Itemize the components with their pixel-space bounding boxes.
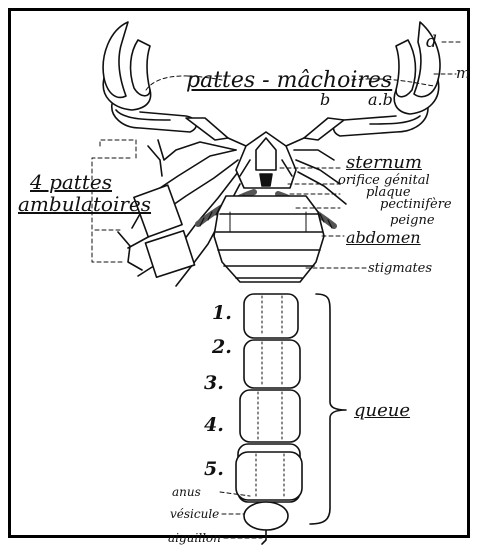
tail-segment-label-2: 2. (212, 338, 232, 357)
label-abdomen: abdomen (346, 230, 421, 246)
label-m: m (456, 66, 470, 81)
label-sternum: sternum (346, 154, 422, 172)
tail-segment-label-1: 1. (212, 304, 232, 323)
label-pattes-ambulatoires-2: ambulatoires (18, 194, 151, 214)
abdomen-segments (214, 196, 324, 282)
label-peigne: peigne (390, 214, 435, 227)
label-pattes-machoires: pattes - mâchoires (186, 70, 392, 92)
telson (244, 502, 288, 544)
label-vesicule: vésicule (170, 508, 219, 520)
label-aiguillon: aiguillon (168, 532, 221, 544)
tail-segments (236, 294, 302, 502)
tail-segment-label-4: 4. (204, 416, 224, 435)
label-d: d (426, 34, 437, 51)
prosoma (236, 132, 296, 188)
tail-segment-label-3: 3. (204, 374, 224, 393)
queue-brace (310, 294, 346, 524)
label-queue: queue (354, 402, 410, 420)
tail-segment-label-5: 5. (204, 460, 224, 479)
label-plaque-pectinifere-2: pectinifère (380, 198, 452, 211)
label-stigmates: stigmates (368, 262, 432, 275)
label-b: b (320, 92, 330, 108)
label-ab: a.b (368, 92, 393, 108)
label-pattes-ambulatoires-1: 4 pattes (30, 172, 112, 192)
label-anus: anus (172, 486, 201, 498)
